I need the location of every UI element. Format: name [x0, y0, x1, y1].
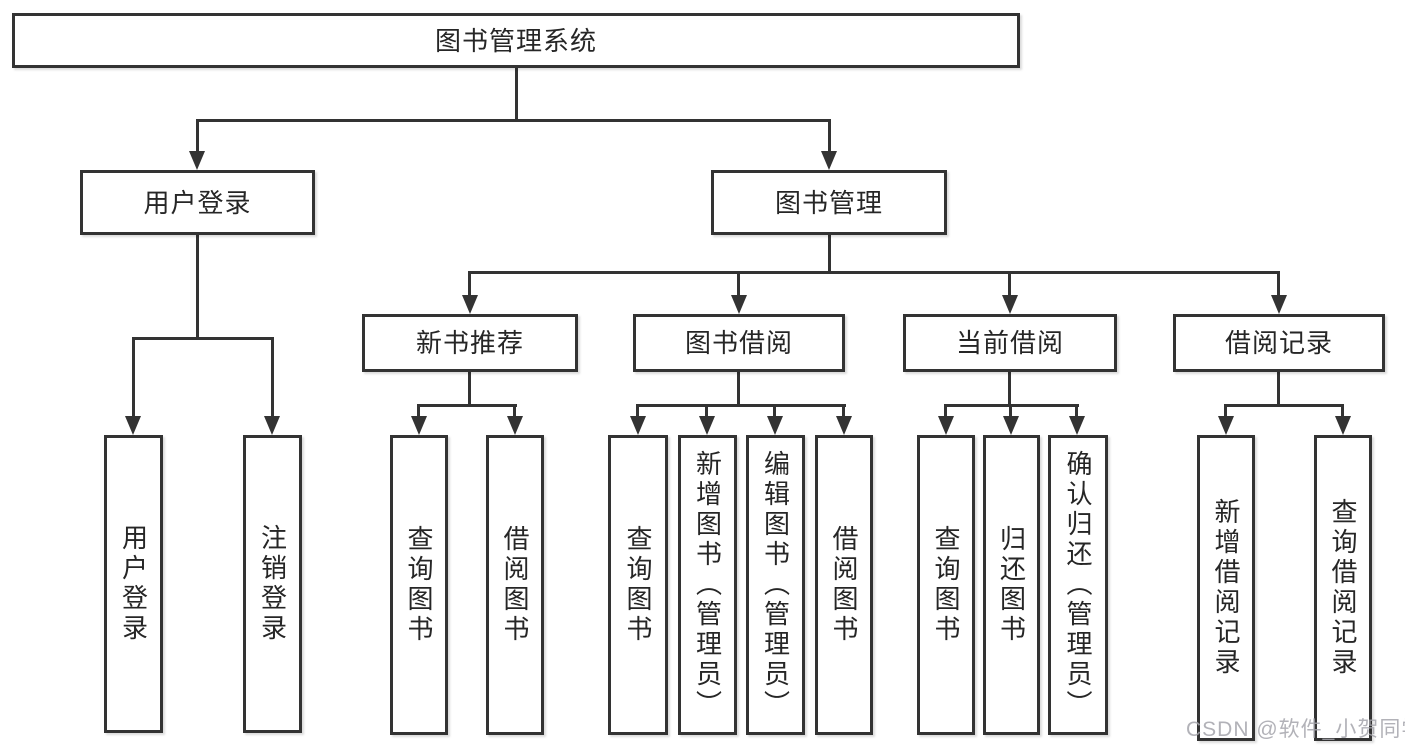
node-leaf-bb-add-books: 新增图书（管理员） — [678, 435, 737, 735]
connector-line — [196, 119, 199, 153]
connector-line — [132, 337, 274, 340]
connector-line — [513, 404, 516, 418]
arrow-down-icon — [462, 295, 478, 314]
arrow-down-icon — [1218, 416, 1234, 435]
arrow-down-icon — [1335, 416, 1351, 435]
connector-line — [842, 404, 845, 418]
connector-line — [1075, 404, 1078, 418]
arrow-down-icon — [189, 151, 205, 170]
connector-line — [468, 372, 471, 406]
connector-line — [737, 372, 740, 406]
arrow-down-icon — [507, 416, 523, 435]
arrow-down-icon — [699, 416, 715, 435]
connector-line — [196, 235, 199, 339]
node-leaf-bb-borrow-books: 借阅图书 — [815, 435, 873, 735]
arrow-down-icon — [836, 416, 852, 435]
node-leaf-rec-query-books: 查询图书 — [390, 435, 448, 735]
node-current-borrow: 当前借阅 — [903, 314, 1117, 372]
node-leaf-br-query-record: 查询借阅记录 — [1314, 435, 1372, 741]
arrow-down-icon — [767, 416, 783, 435]
connector-line — [417, 404, 517, 407]
connector-line — [417, 404, 420, 418]
connector-line — [705, 404, 708, 418]
node-new-book-recommend: 新书推荐 — [362, 314, 578, 372]
arrow-down-icon — [821, 151, 837, 170]
arrow-down-icon — [125, 416, 141, 435]
arrow-down-icon — [1069, 416, 1085, 435]
csdn-watermark: CSDN @软件_小贺同学 — [1186, 718, 1405, 741]
node-leaf-user-login: 用户登录 — [104, 435, 163, 733]
arrow-down-icon — [731, 295, 747, 314]
connector-line — [271, 337, 274, 418]
node-leaf-bb-edit-books: 编辑图书（管理员） — [746, 435, 805, 735]
node-leaf-cb-confirm-return: 确认归还（管理员） — [1048, 435, 1108, 735]
connector-line — [636, 404, 846, 407]
connector-line — [944, 404, 947, 418]
node-book-management: 图书管理 — [711, 170, 947, 235]
arrow-down-icon — [938, 416, 954, 435]
node-borrow-records: 借阅记录 — [1173, 314, 1385, 372]
connector-line — [828, 235, 831, 273]
connector-line — [468, 271, 471, 298]
node-leaf-logout: 注销登录 — [243, 435, 302, 733]
connector-line — [1277, 271, 1280, 298]
arrow-down-icon — [630, 416, 646, 435]
node-root: 图书管理系统 — [12, 13, 1020, 68]
connector-line — [773, 404, 776, 418]
connector-line — [1009, 404, 1012, 418]
connector-line — [1224, 404, 1344, 407]
connector-line — [1277, 372, 1280, 406]
connector-line — [468, 271, 1280, 274]
node-leaf-rec-borrow-books: 借阅图书 — [486, 435, 544, 735]
node-leaf-br-add-record: 新增借阅记录 — [1197, 435, 1255, 741]
connector-line — [828, 119, 831, 153]
node-book-borrow: 图书借阅 — [633, 314, 845, 372]
connector-line — [737, 271, 740, 298]
connector-line — [1008, 271, 1011, 298]
connector-line — [1224, 404, 1227, 418]
arrow-down-icon — [1002, 295, 1018, 314]
node-user-login: 用户登录 — [80, 170, 315, 235]
arrow-down-icon — [411, 416, 427, 435]
connector-line — [636, 404, 639, 418]
arrow-down-icon — [1003, 416, 1019, 435]
connector-line — [515, 68, 518, 121]
connector-line — [196, 119, 831, 122]
connector-line — [132, 337, 135, 418]
arrow-down-icon — [1271, 295, 1287, 314]
node-leaf-cb-query-books: 查询图书 — [917, 435, 975, 735]
node-leaf-cb-return-books: 归还图书 — [983, 435, 1040, 735]
arrow-down-icon — [264, 416, 280, 435]
connector-line — [1341, 404, 1344, 418]
connector-line — [1008, 372, 1011, 406]
node-leaf-bb-query-books: 查询图书 — [608, 435, 668, 735]
